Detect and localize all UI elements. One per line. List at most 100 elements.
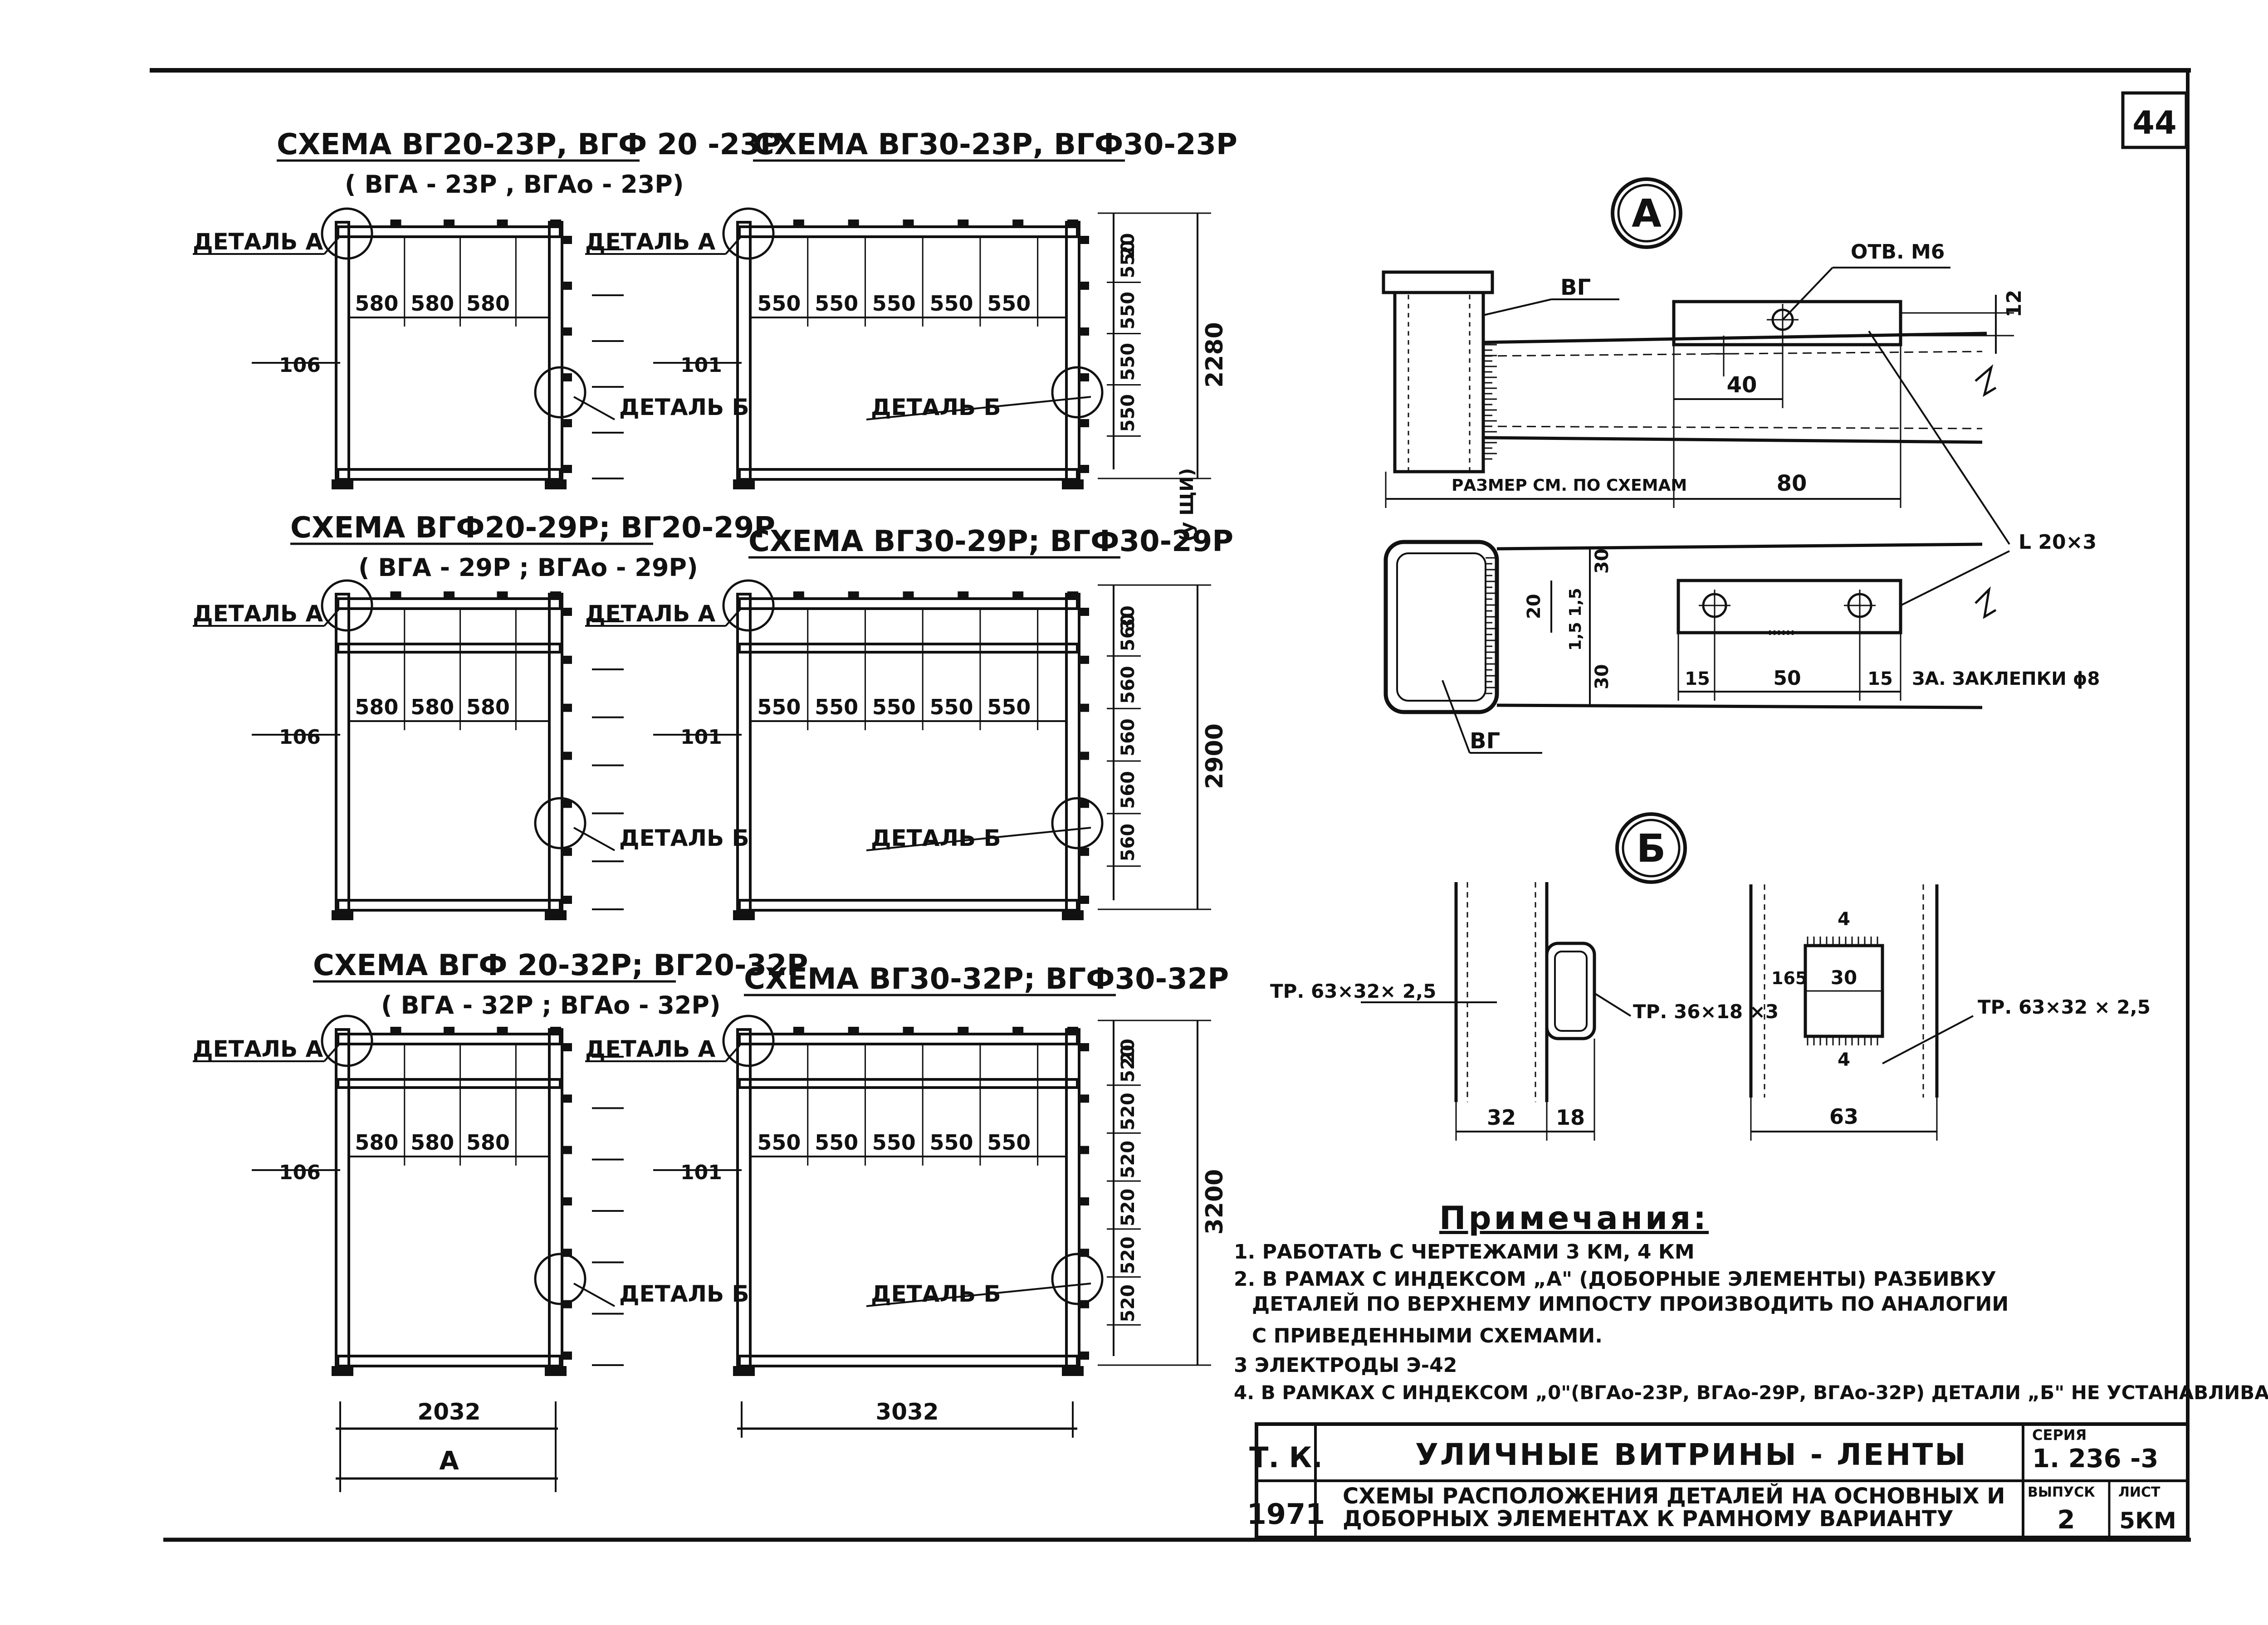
module-dim: 580: [355, 291, 398, 316]
height-dim: 560: [1118, 824, 1139, 862]
top-tab: [958, 1027, 969, 1034]
bottom-dim-2032: 2032: [417, 1399, 480, 1425]
top-tab: [444, 220, 455, 227]
scheme-title: СХЕМА ВГ30-29Р; ВГФ30-29Р: [748, 525, 1233, 558]
module-dim: 550: [872, 1130, 916, 1155]
height-dim: 550: [1118, 240, 1139, 278]
tb-title: УЛИЧНЫЕ ВИТРИНЫ - ЛЕНТЫ: [1415, 1437, 1968, 1472]
detail-b-weld-4-top: 4: [1838, 909, 1850, 930]
post-right: [548, 221, 563, 489]
module-dim: 580: [466, 1130, 510, 1155]
scheme-title: СХЕМА ВГФ 20-32Р; ВГ20-32Р: [313, 949, 808, 982]
total-height: 3200: [1201, 1169, 1228, 1235]
angle-leader: [1900, 550, 2010, 606]
module-dim: 550: [930, 695, 973, 719]
detail-b-circle: [1051, 1253, 1104, 1305]
detail-a-label: ДЕТАЛЬ А: [193, 600, 323, 627]
post-label: 106: [279, 354, 321, 377]
sheet-number: 44: [2132, 104, 2176, 142]
detail-a-hole-label: ОТВ. М6: [1851, 240, 1945, 264]
beam-inner-bottom: [1483, 425, 1983, 429]
flange-top: [1496, 542, 1983, 551]
mid-rail: [337, 1078, 562, 1089]
side-tab: [562, 419, 572, 427]
top-tab: [444, 591, 455, 599]
scheme-3: СХЕМА ВГФ20-29Р; ВГ20-29Р( ВГА - 29Р ; В…: [193, 511, 775, 920]
tb-series: 1. 236 -3: [2032, 1444, 2158, 1474]
side-tab: [562, 848, 572, 856]
detail-b-circle: [1051, 797, 1104, 849]
detail-b-leader: [573, 827, 615, 851]
detail-a: А ВГ ОТВ. М6 12 40: [1382, 177, 2100, 754]
detail-b-leader: [573, 1283, 615, 1307]
detail-a-label: ДЕТАЛЬ А: [585, 229, 716, 255]
side-tab: [562, 800, 572, 808]
side-tab: [1079, 800, 1089, 808]
detail-a-dim-15a: 1,5: [1566, 588, 1585, 617]
side-tab: [1079, 1094, 1089, 1103]
bottom-rail: [738, 1355, 1079, 1367]
side-tab: [562, 282, 572, 290]
scheme-subtitle: ( ВГА - 23Р , ВГАо - 23Р): [345, 170, 684, 199]
top-tab: [958, 591, 969, 599]
module-dim: 580: [411, 1130, 454, 1155]
post-label: 106: [279, 726, 321, 749]
detail-a-marker-circle-inner: [1617, 184, 1676, 243]
tube-section-inner: [1396, 552, 1486, 702]
detail-a-circle: [722, 1015, 775, 1067]
post-right: [1065, 221, 1080, 489]
bottom-rail: [738, 468, 1079, 481]
side-tab: [562, 1197, 572, 1205]
bottom-dims: 2032 А 3032: [336, 1399, 1077, 1492]
top-tab: [1067, 220, 1078, 227]
foot-left: [332, 1366, 353, 1376]
beam-bottom: [1483, 436, 1983, 444]
top-tab: [903, 1027, 914, 1034]
module-dim: 550: [930, 291, 973, 316]
detail-b-label: ДЕТАЛЬ Б: [619, 825, 749, 851]
sheet-number-box: [2121, 91, 2188, 149]
side-tab: [1079, 848, 1089, 856]
module-dim: 580: [355, 1130, 398, 1155]
shelf-note: (у ЩИ): [1177, 468, 1198, 542]
scheme-title: СХЕМА ВГ20-23Р, ВГФ 20 -23Р: [277, 128, 781, 161]
foot-left: [332, 910, 353, 920]
height-dim: 520: [1118, 1044, 1139, 1083]
detail-b-dim-18: 18: [1556, 1105, 1585, 1130]
tb-issue-label: ВЫПУСК: [2028, 1484, 2095, 1500]
detail-a-dim-20: 20: [1524, 594, 1545, 619]
scheme-title: СХЕМА ВГ30-23Р, ВГФ30-23Р: [753, 128, 1237, 161]
detail-b-circle: [534, 366, 587, 419]
detail-b-marker-circle: [1615, 812, 1687, 884]
height-dim: 20: [1118, 233, 1139, 259]
detail-b-circle: [534, 1253, 587, 1305]
height-dim: 520: [1118, 1093, 1139, 1131]
bottom-rail: [337, 899, 562, 912]
detail-a-label: ДЕТАЛЬ А: [585, 1036, 716, 1062]
module-dim: 580: [466, 291, 510, 316]
detail-a-leader-2: [323, 607, 341, 627]
bottom-rail: [337, 468, 562, 481]
top-tab: [848, 220, 859, 227]
detail-a-circle: [722, 207, 775, 260]
detail-a-circle: [321, 579, 373, 632]
side-tab: [562, 1352, 572, 1360]
top-tab: [793, 1027, 804, 1034]
detail-a-label: ДЕТАЛЬ А: [193, 229, 323, 255]
detail-a-marker: А: [1632, 191, 1662, 236]
height-dim: 520: [1118, 1284, 1139, 1322]
top-tab: [1012, 1027, 1024, 1034]
post-label: 106: [279, 1161, 321, 1184]
post-left: [335, 221, 350, 489]
detail-a-leader-2: [725, 1042, 743, 1062]
scale-marks: [1483, 344, 1497, 694]
angle-leader-2: [1868, 330, 2010, 545]
scheme-5: СХЕМА ВГФ 20-32Р; ВГ20-32Р ( ВГА - 32Р ; …: [193, 949, 808, 1376]
foot-left: [733, 1366, 755, 1376]
top-tab: [958, 220, 969, 227]
height-dim: 30: [1118, 605, 1139, 631]
scheme-subtitle: ( ВГА - 32Р ; ВГАо - 32Р): [381, 991, 721, 1020]
note-2-cont2: С ПРИВЕДЕННЫМИ СХЕМАМИ.: [1252, 1324, 1603, 1347]
top-tab: [903, 591, 914, 599]
